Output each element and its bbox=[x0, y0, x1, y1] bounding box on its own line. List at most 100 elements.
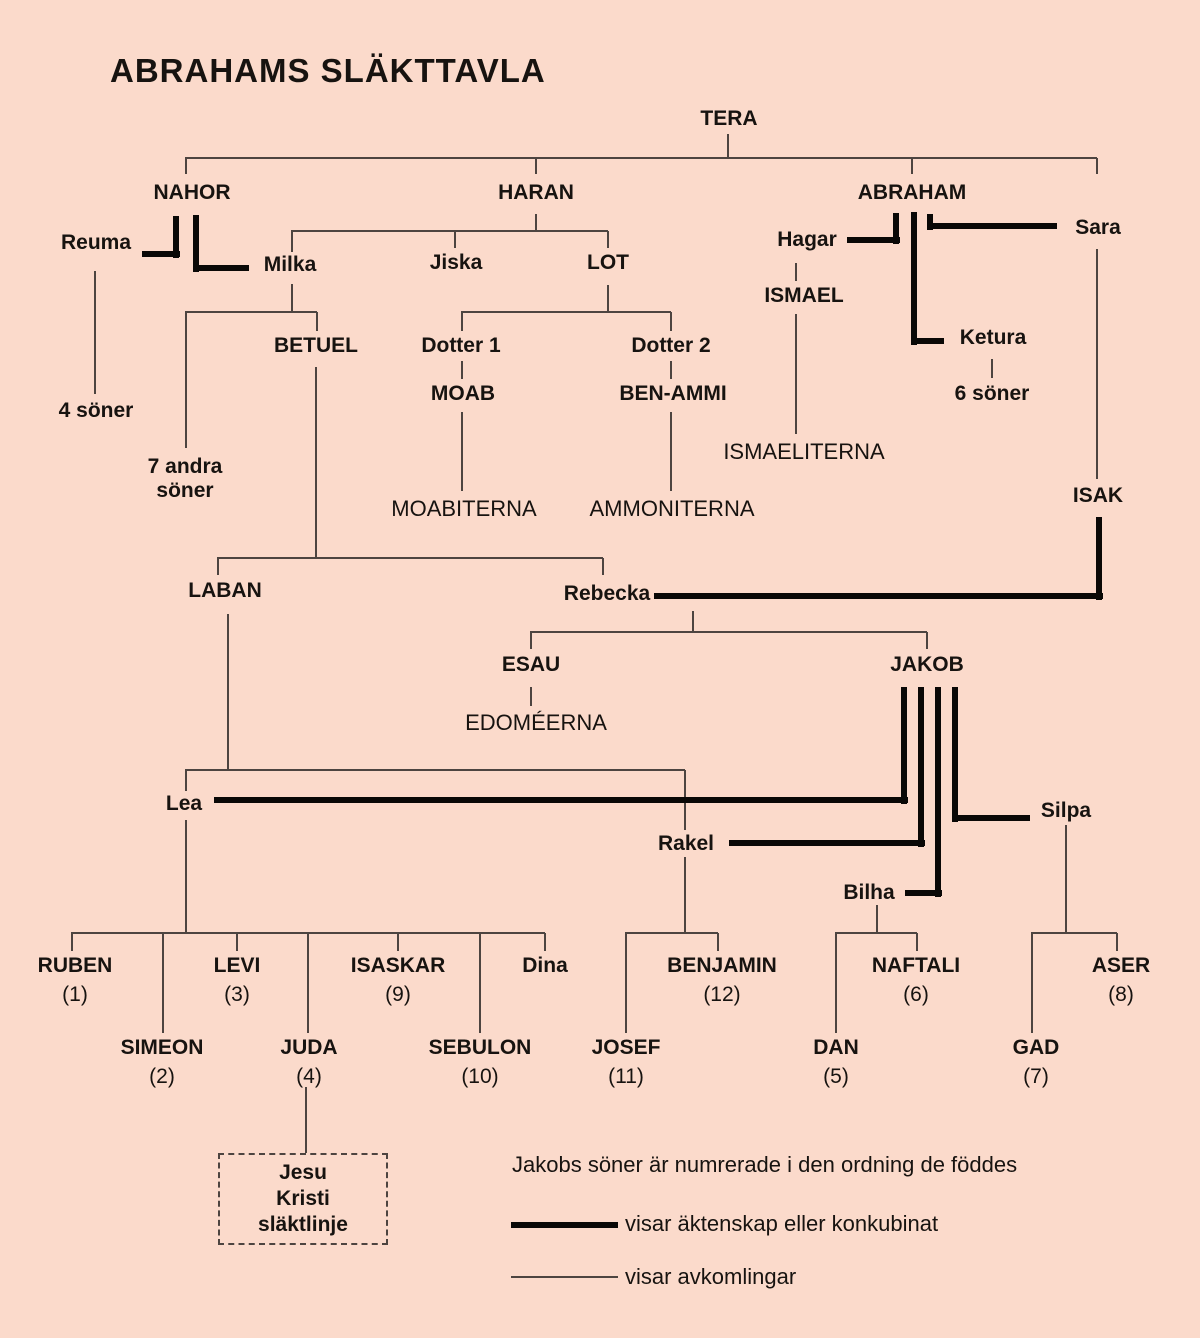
node-sebulon: SEBULON (10) bbox=[429, 1036, 532, 1088]
descent-line-esau-edomeerna bbox=[530, 687, 532, 706]
marriage-line-jakob-silpa-h bbox=[952, 815, 1030, 821]
node-levi: LEVI (3) bbox=[214, 954, 261, 1006]
jesus-lineage-line3: släktlinje bbox=[258, 1213, 348, 1236]
son-number: (10) bbox=[461, 1065, 499, 1089]
node-seven-other-sons: 7 andra söner bbox=[147, 455, 223, 503]
marriage-line-abraham-ketura-h bbox=[911, 338, 944, 344]
son-number: (11) bbox=[608, 1065, 644, 1089]
son-number: (8) bbox=[1108, 983, 1134, 1007]
descent-tick-benjamin bbox=[717, 933, 719, 951]
descent-line-ketura-six-sons bbox=[991, 359, 993, 378]
descent-tick-jakob bbox=[926, 632, 928, 649]
son-number: (12) bbox=[703, 983, 741, 1007]
descent-line-bilha-children bbox=[876, 905, 878, 934]
marriage-line-nahor-reuma-v bbox=[173, 216, 179, 258]
jesus-lineage-line2: Kristi bbox=[276, 1187, 330, 1210]
node-hagar: Hagar bbox=[777, 228, 837, 251]
node-nahor: NAHOR bbox=[153, 181, 231, 204]
son-name: JOSEF bbox=[591, 1036, 661, 1059]
son-number: (9) bbox=[385, 983, 411, 1007]
marriage-line-abraham-sara-h bbox=[927, 223, 1057, 229]
node-bilha: Bilha bbox=[843, 881, 895, 904]
node-six-sons: 6 söner bbox=[954, 382, 1030, 405]
marriage-line-abraham-hagar-v bbox=[893, 213, 899, 244]
descent-bar-lot-children bbox=[461, 311, 671, 313]
descent-line-laban-drop bbox=[227, 614, 229, 771]
node-sara: Sara bbox=[1075, 216, 1121, 239]
marriage-line-abraham-ketura-v bbox=[911, 212, 917, 345]
son-name: GAD bbox=[1012, 1036, 1060, 1059]
descent-tick-dotter1 bbox=[461, 312, 463, 331]
node-ismaeliterna: ISMAELITERNA bbox=[723, 439, 885, 464]
descent-line-juda bbox=[307, 933, 309, 1033]
descent-bar-lea-children bbox=[71, 932, 545, 934]
descent-bar-laban-children bbox=[185, 769, 685, 771]
node-esau: ESAU bbox=[501, 653, 561, 676]
node-ammoniterna: AMMONITERNA bbox=[589, 496, 755, 521]
descent-line-gad bbox=[1031, 933, 1033, 1033]
node-ruben: RUBEN (1) bbox=[38, 954, 113, 1006]
marriage-line-jakob-silpa-v bbox=[952, 687, 958, 822]
node-isaskar: ISASKAR (9) bbox=[351, 954, 446, 1006]
marriage-line-nahor-reuma-h bbox=[142, 251, 180, 257]
marriage-line-jakob-rakel-v bbox=[918, 687, 924, 847]
descent-bar-betuel-children bbox=[217, 557, 603, 559]
node-edomeerna: EDOMÉERNA bbox=[465, 710, 607, 735]
descent-tick-milka bbox=[291, 231, 293, 252]
descent-tick-aser bbox=[1116, 933, 1118, 951]
descent-line-moab-moabiterna bbox=[461, 412, 463, 491]
marriage-line-jakob-bilha-v bbox=[935, 687, 941, 897]
node-reuma: Reuma bbox=[60, 231, 132, 254]
node-rebecka: Rebecka bbox=[563, 582, 651, 605]
son-number: (1) bbox=[62, 983, 88, 1007]
descent-tick-lot bbox=[607, 231, 609, 248]
descent-tick-lea bbox=[185, 770, 187, 791]
son-number: (5) bbox=[823, 1065, 849, 1089]
node-jakob: JAKOB bbox=[890, 653, 964, 676]
descent-tick-abraham bbox=[911, 158, 913, 174]
descent-line-lot-drop bbox=[607, 285, 609, 313]
descent-tick-nahor bbox=[185, 158, 187, 174]
descent-line-benammi-ammoniterna bbox=[670, 412, 672, 491]
descent-line-silpa-children bbox=[1065, 825, 1067, 934]
descent-line-betuel-drop bbox=[315, 367, 317, 559]
descent-line-rakel-children bbox=[684, 857, 686, 934]
node-tera: TERA bbox=[700, 107, 758, 130]
descent-bar-milka-children bbox=[185, 311, 317, 313]
descent-line-josef bbox=[625, 933, 627, 1033]
descent-line-lea-children bbox=[185, 820, 187, 934]
descent-line-tera-drop bbox=[727, 134, 729, 159]
daughter-name: Dina bbox=[522, 954, 568, 977]
node-benammi: BEN-AMMI bbox=[619, 382, 727, 405]
descent-line-simeon bbox=[162, 933, 164, 1033]
marriage-line-jakob-rakel-h bbox=[729, 840, 925, 846]
son-name: SEBULON bbox=[428, 1036, 532, 1059]
descent-line-dotter2-benammi bbox=[670, 361, 672, 379]
son-name: DAN bbox=[813, 1036, 859, 1059]
node-naftali: NAFTALI (6) bbox=[872, 954, 960, 1006]
node-moabiterna: MOABITERNA bbox=[391, 496, 537, 521]
node-ketura: Ketura bbox=[959, 326, 1027, 349]
node-dotter2: Dotter 2 bbox=[631, 334, 711, 357]
node-four-sons: 4 söner bbox=[58, 399, 134, 422]
descent-tick-laban bbox=[217, 558, 219, 575]
descent-bar-tera-children bbox=[185, 157, 1097, 159]
marriage-line-nahor-milka-h bbox=[193, 265, 249, 271]
descent-line-seven-other-sons bbox=[185, 312, 187, 448]
marriage-line-jakob-bilha-h bbox=[905, 890, 942, 896]
marriage-line-abraham-hagar-h bbox=[847, 237, 900, 243]
descent-tick-jiska bbox=[454, 231, 456, 248]
descent-tick-betuel bbox=[316, 312, 318, 331]
son-name: RUBEN bbox=[37, 954, 113, 977]
node-dotter1: Dotter 1 bbox=[421, 334, 501, 357]
node-dina: Dina bbox=[522, 954, 568, 977]
marriage-line-isak-rebecka-h bbox=[654, 593, 1103, 599]
descent-line-juda-jesus-box bbox=[305, 1087, 307, 1153]
node-moab: MOAB bbox=[430, 382, 496, 405]
jesus-lineage-line1: Jesu bbox=[279, 1161, 327, 1184]
descent-line-reuma-four-sons bbox=[94, 271, 96, 394]
descent-tick-rebecka bbox=[602, 558, 604, 575]
node-haran: HARAN bbox=[498, 181, 574, 204]
son-name: ISASKAR bbox=[350, 954, 446, 977]
